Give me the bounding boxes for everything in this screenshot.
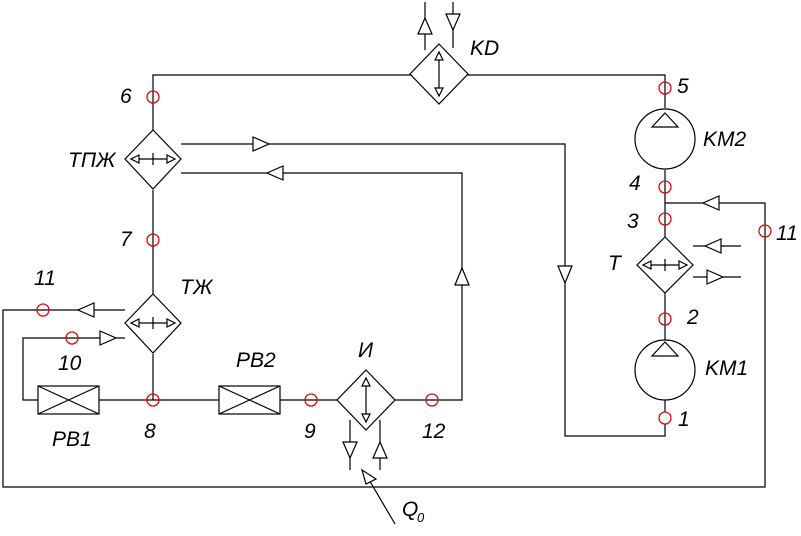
heat-exchanger-t	[636, 236, 694, 294]
label-kd: KD	[470, 37, 499, 60]
flow-arrow-left-11b	[76, 302, 95, 318]
label-point-12: 12	[422, 420, 446, 443]
heat-exchanger-kd	[409, 43, 469, 105]
state-point-4	[658, 180, 672, 194]
evap-arrow-up	[372, 440, 388, 459]
heat-exchanger-tpzh	[124, 129, 182, 190]
state-point-9	[304, 393, 318, 407]
label-point-2: 2	[686, 306, 699, 329]
kd-arrow-down	[445, 13, 461, 32]
state-point-11-left	[36, 303, 50, 317]
flow-arrow-up	[454, 266, 470, 286]
valve-pb2	[218, 385, 281, 415]
flow-arrow-left	[265, 165, 284, 181]
label-point-5: 5	[677, 75, 689, 98]
pipe-12-up	[181, 172, 463, 401]
label-point-3: 3	[627, 210, 639, 233]
label-evaporator: И	[358, 339, 374, 362]
label-point-10: 10	[58, 352, 82, 375]
pipe-11-loop	[2, 202, 766, 488]
t-arrow-in	[703, 238, 722, 254]
label-tzh: ТЖ	[180, 276, 214, 299]
label-point-11-left: 11	[34, 267, 56, 290]
flow-arrow-left-11	[701, 195, 720, 211]
label-km1: KM1	[705, 357, 748, 380]
label-t: T	[608, 252, 623, 275]
label-pb1: PB1	[52, 428, 92, 451]
piping	[2, 2, 766, 488]
compressor-km2	[634, 108, 696, 170]
pipe-tpzh-to-1	[181, 143, 666, 437]
flow-arrow-right	[252, 136, 271, 152]
heat-exchanger-tzh	[124, 293, 182, 354]
pipe-top	[152, 74, 666, 130]
label-point-11-right: 11	[776, 222, 798, 245]
flow-arrow-right-10	[99, 330, 118, 346]
label-tpzh: ТПЖ	[68, 149, 117, 172]
state-point-3	[658, 212, 672, 226]
t-arrow-out	[706, 269, 725, 285]
state-point-6	[146, 90, 160, 104]
flow-arrow-down	[557, 265, 573, 285]
label-point-9: 9	[304, 420, 316, 443]
evap-arrow-down	[342, 441, 358, 460]
state-point-2	[658, 312, 672, 326]
state-point-7	[146, 233, 160, 247]
label-point-4: 4	[629, 172, 641, 195]
state-points	[36, 81, 772, 425]
flow-arrows	[76, 13, 725, 460]
labels: KD KM2 KM1 T ТПЖ ТЖ И PB1 PB2 1 2 3 4 5 …	[34, 37, 798, 525]
valve-pb1	[37, 385, 100, 415]
label-point-8: 8	[144, 420, 156, 443]
compressor-km1	[634, 339, 696, 401]
state-point-11-right	[758, 224, 772, 238]
label-point-6: 6	[120, 85, 132, 108]
pipe-10-loop	[22, 337, 125, 401]
label-km2: KM2	[703, 128, 747, 151]
label-point-7: 7	[120, 228, 133, 251]
label-q0-subscript: 0	[417, 510, 425, 525]
label-point-1: 1	[678, 408, 690, 431]
label-pb2: PB2	[236, 349, 276, 372]
label-q0: Q	[402, 498, 418, 521]
evaporator	[336, 369, 396, 431]
state-point-1	[658, 411, 672, 425]
kd-arrow-up	[417, 16, 433, 35]
state-point-10	[65, 331, 79, 345]
state-point-12	[425, 393, 439, 407]
state-point-5	[658, 81, 672, 95]
state-point-8	[146, 393, 160, 407]
heat-load-arrow	[360, 468, 396, 525]
